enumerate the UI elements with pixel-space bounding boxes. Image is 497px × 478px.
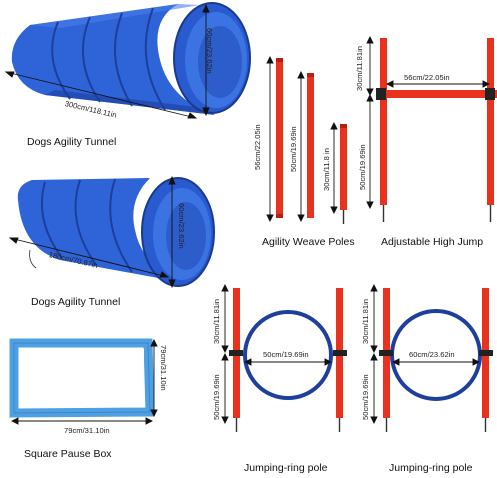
ring-large-dimension-arrows (370, 283, 481, 425)
tunnel-short-diameter-arrow (168, 175, 176, 289)
ring-small-poles (229, 288, 347, 432)
ring-large-top-label: 30cm/11.81in (361, 298, 370, 344)
ring-small-top-label: 30cm/11.81in (212, 298, 221, 344)
weave-pole3-label: 30cm/11.8 in (322, 148, 331, 191)
ring-small-dimension-arrows (221, 283, 333, 425)
weave-dimension-arrows (266, 55, 338, 223)
ring-small-ring-label: 50cm/19.69in (263, 350, 309, 359)
pause-box-height-arrow (150, 338, 158, 418)
tunnel-short-diameter-label: 60cm/23.62in (177, 203, 186, 249)
high-jump-poles (376, 38, 497, 222)
tunnel-long-diameter-label: 60cm/23.62in (205, 28, 214, 74)
tunnel-short-body (17, 177, 215, 287)
high-jump-caption: Adjustable High Jump (381, 236, 484, 248)
weave-pole1-label: 56cm/22.05in (253, 124, 262, 170)
pause-box-width-label: 79cm/31.10in (64, 426, 110, 435)
pause-box-frame (9, 338, 155, 418)
tunnel-long-caption: Dogs Agility Tunnel (27, 136, 117, 148)
high-jump-dimension-arrows (366, 35, 491, 210)
high-jump-bar (376, 90, 497, 98)
high-jump-bar-label: 56cm/22.05in (404, 73, 450, 82)
ring-large-bottom-label: 50cm/19.69in (361, 374, 370, 420)
tunnel-long-body (11, 2, 251, 115)
tunnel-short-caption: Dogs Agility Tunnel (31, 296, 121, 308)
pause-box-width-arrow (10, 417, 154, 425)
ring-small-bottom-label: 50cm/19.69in (212, 374, 221, 420)
ring-large-caption: Jumping-ring pole (389, 462, 473, 474)
tunnel-long-length-arrow (4, 71, 198, 119)
tunnel-short-length-arrow (8, 237, 170, 278)
tunnel-long-diameter-arrow (202, 3, 210, 117)
ring-large-ring-label: 60cm/23.62in (409, 350, 455, 359)
high-jump-top-label: 30cm/11.81in (355, 45, 364, 91)
pause-box-height-label: 79cm/31.10in (159, 345, 168, 391)
weave-poles-caption: Agility Weave Poles (262, 236, 355, 248)
weave-pole2-label: 50cm/19.69in (289, 126, 298, 172)
weave-pole-1 (276, 58, 283, 218)
pause-box-caption: Square Pause Box (24, 448, 112, 460)
ring-small-caption: Jumping-ring pole (244, 462, 328, 474)
high-jump-bottom-label: 50cm/19.69in (358, 144, 367, 190)
weave-pole-2 (307, 73, 314, 218)
ring-large-poles (379, 288, 493, 432)
weave-pole-3 (340, 124, 347, 224)
